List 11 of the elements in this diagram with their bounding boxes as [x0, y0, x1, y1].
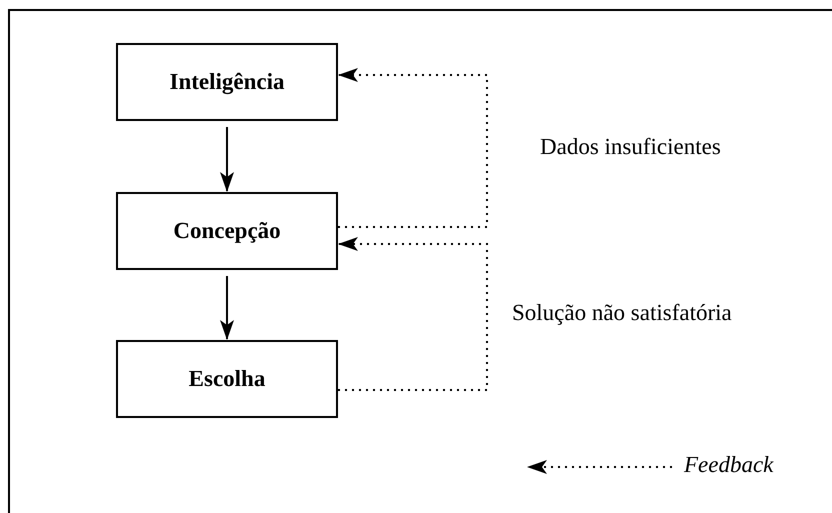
- box-label: Escolha: [188, 366, 266, 392]
- process-box: [116, 192, 338, 270]
- feedback-arrow: [338, 237, 488, 391]
- arrow: [220, 276, 234, 340]
- process-box: [116, 340, 338, 418]
- feedback-arrow: [338, 68, 488, 228]
- box-label: Inteligência: [170, 69, 284, 95]
- arrow: [220, 127, 234, 192]
- legend-label: Feedback: [684, 452, 774, 478]
- process-box: [116, 43, 338, 121]
- box-label: Concepção: [173, 218, 281, 244]
